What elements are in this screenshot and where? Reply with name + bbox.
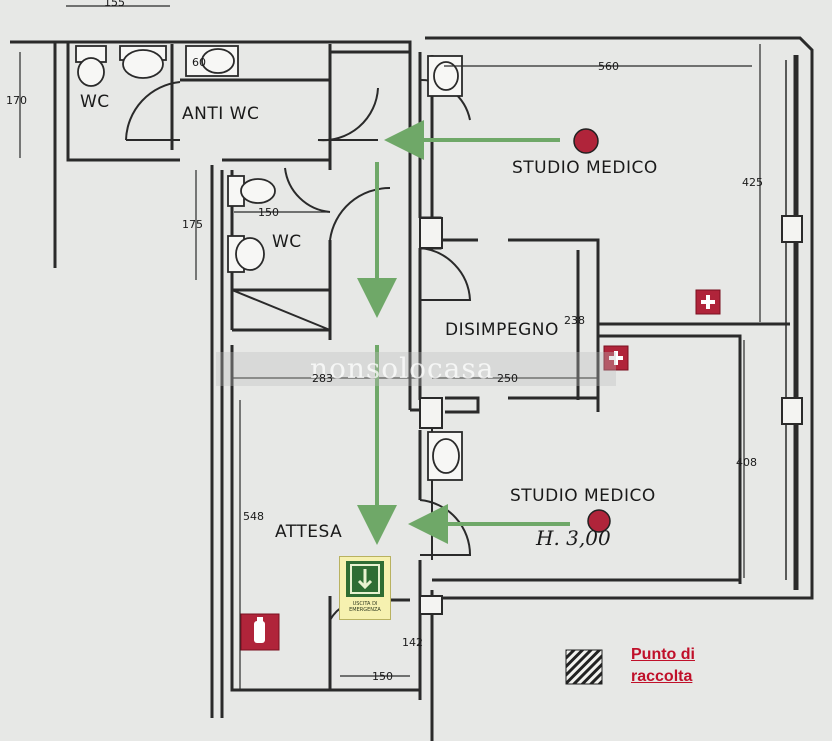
fixtures xyxy=(75,45,463,481)
doors xyxy=(125,78,472,621)
handwritten-height-note: H. 3,00 xyxy=(536,526,611,550)
room-label-anti-wc: ANTI WC xyxy=(182,104,260,124)
emergency-exit-text: USCITA DI EMERGENZA xyxy=(349,601,381,613)
dimension-label: 150 xyxy=(372,670,393,683)
fire-point-icon xyxy=(573,128,599,154)
dimension-label: 548 xyxy=(243,510,264,523)
assembly-point-hatch-icon xyxy=(565,649,603,685)
emergency-exit-sign: USCITA DI EMERGENZA xyxy=(339,556,391,620)
dimension-label: 283 xyxy=(312,372,333,385)
first-aid-icon xyxy=(603,345,629,371)
watermark: nonsolocasa xyxy=(310,352,495,385)
fire-extinguisher-icon xyxy=(240,613,280,651)
dimension-label: 560 xyxy=(598,60,619,73)
walls xyxy=(10,36,814,741)
dimension-label: 425 xyxy=(742,176,763,189)
room-label-attesa: ATTESA xyxy=(275,522,343,542)
dimension-label: 408 xyxy=(736,456,757,469)
watermark-band xyxy=(216,352,616,386)
dimension-label: 175 xyxy=(182,218,203,231)
room-label-studio-medico-bottom: STUDIO MEDICO xyxy=(510,486,656,506)
escape-route-arrows xyxy=(357,120,570,545)
legend-line-1: Punto di xyxy=(631,646,695,663)
room-label-wc-mid: WC xyxy=(272,232,302,252)
room-label-studio-medico-top: STUDIO MEDICO xyxy=(512,158,658,178)
dimension-label: 155 xyxy=(104,0,125,9)
dimension-label: 150 xyxy=(258,206,279,219)
dimension-label: 238 xyxy=(564,314,585,327)
legend-line-2: raccolta xyxy=(631,668,693,685)
dimension-label: 142 xyxy=(402,636,423,649)
fire-point-icon xyxy=(587,509,611,533)
dimension-lines xyxy=(19,5,761,690)
legend-assembly-point: Punto di raccolta xyxy=(631,644,695,688)
dimension-label: 170 xyxy=(6,94,27,107)
first-aid-icon xyxy=(695,289,721,315)
dimension-label: 250 xyxy=(497,372,518,385)
running-man-icon xyxy=(346,561,384,597)
room-label-wc-top: WC xyxy=(80,92,110,112)
dimension-label: 60 xyxy=(192,56,206,69)
room-label-disimpegno: DISIMPEGNO xyxy=(445,320,559,340)
